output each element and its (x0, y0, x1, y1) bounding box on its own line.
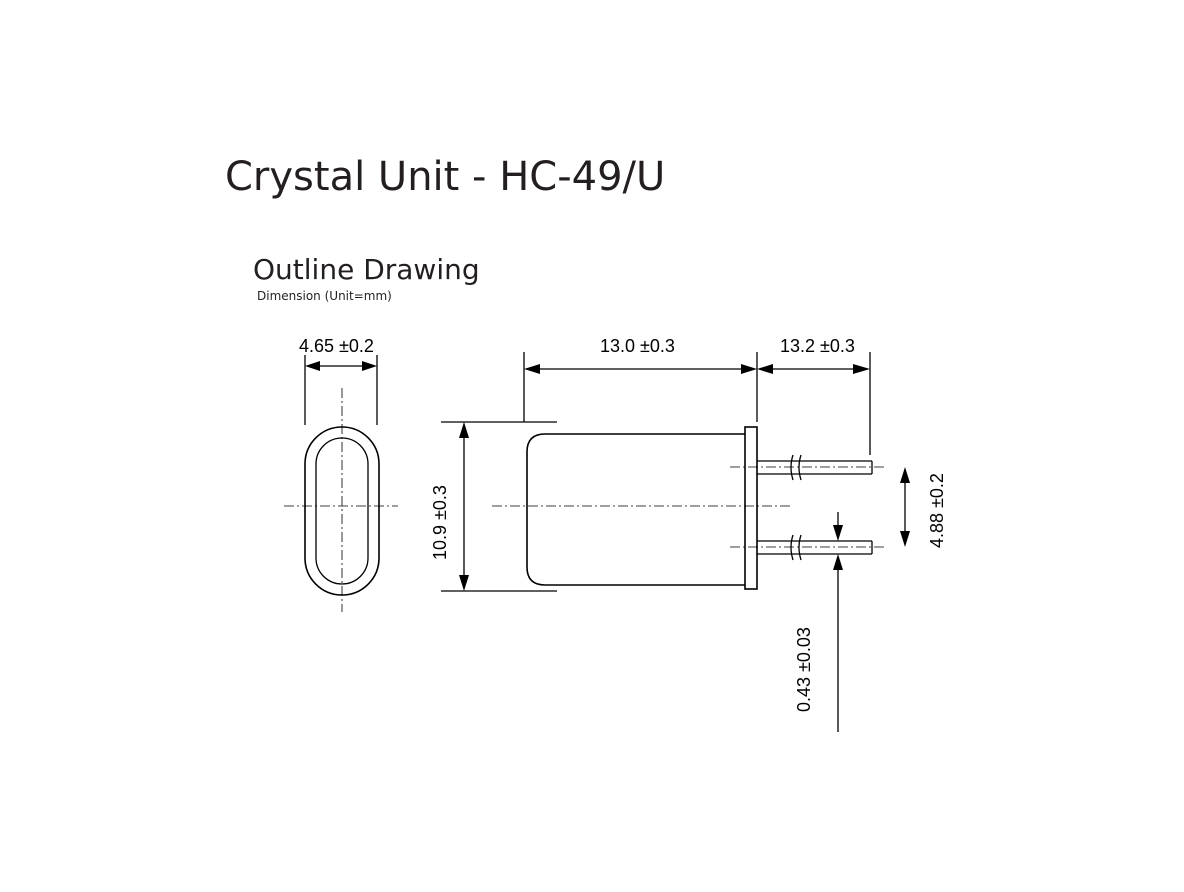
crystal-body-outline (526, 433, 745, 586)
lead-spacing-arrow-bottom (900, 531, 910, 547)
height-label: 10.9 ±0.3 (430, 485, 450, 560)
base-flange (744, 426, 758, 590)
width-arrow-left (305, 361, 320, 371)
front-view: 13.0 ±0.3 13.2 ±0.3 10.9 ±0.3 4.88 ±0.2 … (430, 336, 947, 732)
lead-diameter-arrow-bottom (833, 554, 843, 570)
lead-length-arrow-right (853, 364, 870, 374)
width-label: 4.65 ±0.2 (299, 336, 374, 356)
lead-spacing-label: 4.88 ±0.2 (927, 473, 947, 548)
body-length-arrow-right (741, 364, 757, 374)
lead-diameter-arrow-top (833, 525, 843, 541)
body-length-label: 13.0 ±0.3 (600, 336, 675, 356)
upper-lead-break-mark (790, 454, 802, 481)
lead-length-arrow-left (757, 364, 773, 374)
section-title: Outline Drawing (253, 253, 480, 286)
lead-spacing-arrow-top (900, 467, 910, 483)
body-length-arrow-left (524, 364, 540, 374)
lower-lead-break-mark (790, 534, 802, 561)
width-arrow-right (362, 361, 377, 371)
unit-note: Dimension (Unit=mm) (257, 289, 392, 303)
height-arrow-top (459, 422, 469, 438)
lead-diameter-label: 0.43 ±0.03 (794, 627, 814, 712)
end-view: 4.65 ±0.2 (284, 336, 398, 612)
lead-length-label: 13.2 ±0.3 (780, 336, 855, 356)
page-title: Crystal Unit - HC-49/U (225, 154, 665, 200)
height-arrow-bottom (459, 575, 469, 591)
